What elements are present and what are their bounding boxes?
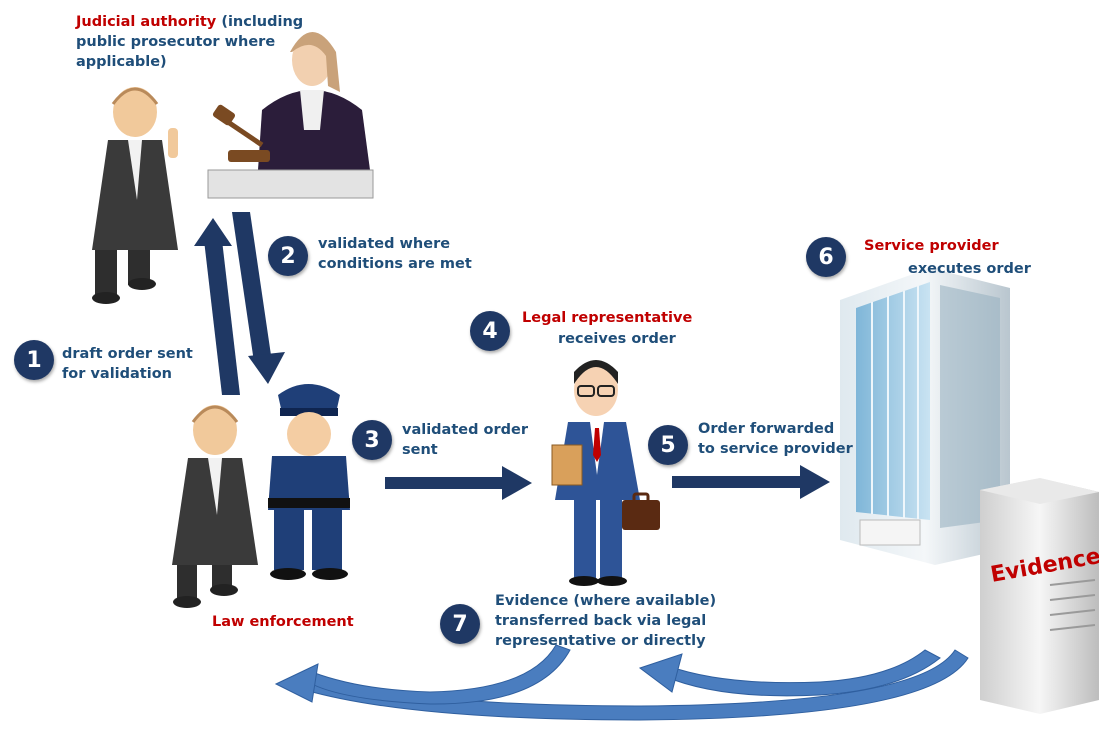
step-5-text: Order forwarded to service provider (698, 419, 853, 459)
arrow-up-draft (194, 218, 240, 395)
arrow-validated-order (385, 466, 532, 500)
step-7-line-3: representative or directly (495, 633, 706, 649)
evidence-return-arrows (274, 644, 969, 721)
step-2-line-2: conditions are met (318, 256, 472, 272)
step-6-badge: 6 (806, 237, 846, 277)
step-4-badge: 4 (470, 311, 510, 351)
step-6-line-1: executes order (908, 261, 1031, 277)
step-7-badge: 7 (440, 604, 480, 644)
step-1-line-1: draft order sent (62, 346, 193, 362)
judge-icon (92, 87, 178, 304)
step-5-line-2: to service provider (698, 441, 853, 457)
step-2-text: validated where conditions are met (318, 234, 472, 274)
step-1-line-2: for validation (62, 366, 172, 382)
step-5-badge: 5 (648, 425, 688, 465)
step-5-line-1: Order forwarded (698, 421, 835, 437)
step-4-title: Legal representative (522, 310, 693, 326)
step-2-line-1: validated where (318, 236, 451, 252)
judicial-authority-line2: public prosecutor where (76, 34, 276, 50)
judge-icon (172, 405, 258, 608)
office-building-icon (840, 268, 1010, 565)
step-7-line-2: transferred back via legal (495, 613, 707, 629)
step-3-badge: 3 (352, 420, 392, 460)
step-1-text: draft order sent for validation (62, 344, 193, 384)
judicial-authority-qualifier: (including (216, 14, 304, 30)
step-3-line-1: validated order (402, 422, 529, 438)
step-7-text: Evidence (where available) transferred b… (495, 591, 716, 651)
gavel-judge-icon (207, 32, 374, 199)
step-6-title: Service provider (864, 238, 999, 254)
briefcase-icon (622, 492, 660, 530)
step-7-line-1: Evidence (where available) (495, 593, 717, 609)
server-icon (980, 478, 1099, 714)
arrow-order-forwarded (672, 465, 830, 499)
police-officer-icon (268, 384, 350, 580)
judicial-authority-title: Judicial authority (76, 14, 217, 30)
judicial-authority-label: Judicial authority (including public pro… (76, 12, 303, 72)
step-2-badge: 2 (268, 236, 308, 276)
step-3-text: validated order sent (402, 420, 528, 460)
law-enforcement-label: Law enforcement (212, 614, 354, 630)
step-3-line-2: sent (402, 442, 438, 458)
step-4-line-1: receives order (558, 331, 676, 347)
arrow-down-validated (232, 212, 285, 384)
businessman-icon (551, 360, 640, 586)
step-1-badge: 1 (14, 340, 54, 380)
judicial-authority-line3: applicable) (76, 54, 167, 70)
